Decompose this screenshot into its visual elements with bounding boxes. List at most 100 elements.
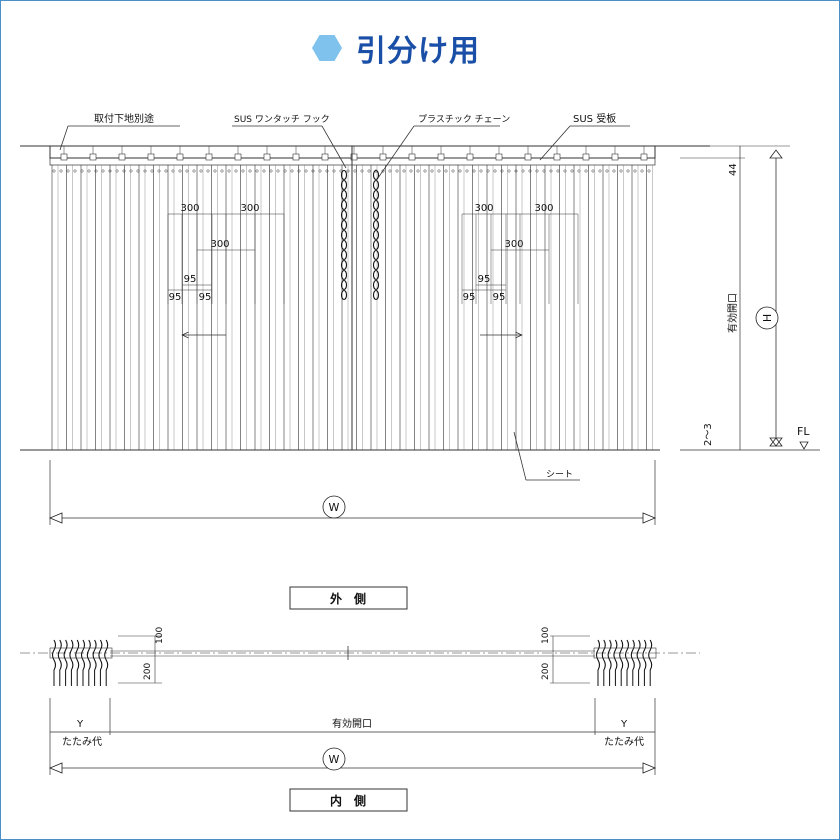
mount-note-label: 取付下地別途 — [94, 112, 154, 125]
folded-strip — [57, 639, 62, 671]
chain-link — [340, 229, 348, 241]
sheet-hole — [262, 169, 266, 173]
hook — [640, 153, 648, 161]
chain-link — [372, 279, 380, 291]
sheet-hole — [507, 169, 511, 173]
hook — [205, 153, 213, 161]
folded-strip — [63, 639, 68, 671]
sheet-hole — [430, 169, 434, 173]
sheet-hole — [220, 169, 224, 173]
folded-strip — [613, 639, 618, 671]
folded-strip — [80, 639, 86, 671]
sheet-hole — [465, 169, 469, 173]
hook — [263, 153, 271, 161]
hook — [321, 153, 329, 161]
chain-link — [340, 219, 348, 231]
effective-opening-plan: 有効開口 — [332, 717, 372, 730]
sheet-hole — [640, 169, 644, 173]
chain-link — [372, 189, 380, 201]
hook — [292, 153, 300, 161]
folded-strip — [51, 639, 57, 671]
dim-2-3: 2～3 — [703, 423, 714, 446]
dim-value: 95 — [478, 274, 491, 285]
plan-view — [20, 635, 700, 812]
sheet-hole — [185, 169, 189, 173]
sheet-hole — [556, 169, 560, 173]
folded-strip — [630, 639, 635, 671]
hook — [379, 153, 387, 161]
dim-value: 300 — [474, 203, 493, 214]
sheet-hole — [626, 169, 630, 173]
sheet-hole — [479, 169, 483, 173]
folded-strip — [607, 639, 612, 671]
fold-allowance-right: たたみ代 — [604, 736, 644, 748]
dim-200-right: 200 — [541, 663, 551, 680]
folded-strip — [92, 639, 97, 671]
sheet-hole — [178, 169, 182, 173]
folded-strip — [595, 639, 601, 671]
hook — [611, 153, 619, 161]
sheet-hole — [500, 169, 504, 173]
sheet-hole — [150, 169, 154, 173]
plastic-chains — [340, 169, 380, 301]
chain-link — [340, 209, 348, 221]
W-label-front: W — [329, 501, 340, 514]
folded-strip — [648, 639, 653, 671]
folded-strip — [636, 639, 641, 671]
sheet-hole — [416, 169, 420, 173]
sheet-hole — [52, 169, 56, 173]
sheet-hole — [633, 169, 637, 173]
sus-hook-leader — [321, 125, 347, 169]
chain-link — [340, 269, 348, 281]
chain-link — [372, 239, 380, 251]
sus-plate-label: SUS 受板 — [573, 112, 616, 125]
effective-opening-vertical: 有効開口 — [726, 293, 739, 333]
fl-label: FL — [797, 425, 810, 438]
chain-link — [372, 289, 380, 301]
sheet-hole — [304, 169, 308, 173]
sheet-leader — [513, 431, 527, 481]
folded-strip — [69, 639, 74, 671]
chain-link — [372, 229, 380, 241]
sheet-hole — [101, 169, 105, 173]
sheet-hole — [437, 169, 441, 173]
fold-allowance-left: たたみ代 — [62, 736, 102, 748]
sheet-hole — [598, 169, 602, 173]
inside-label: 内 側 — [330, 793, 366, 808]
dim-value: 95 — [463, 292, 476, 303]
plastic-chain-leader — [377, 125, 415, 179]
dim-100-left: 100 — [155, 627, 165, 644]
sheet-hole — [297, 169, 301, 173]
sheet-hole — [206, 169, 210, 173]
sheet-hole — [395, 169, 399, 173]
dim-44: 44 — [728, 163, 739, 176]
chain-link — [340, 239, 348, 251]
sheet-hole — [444, 169, 448, 173]
sheet-hole — [612, 169, 616, 173]
sheet-hole — [332, 169, 336, 173]
sheet-hole — [493, 169, 497, 173]
sheet-hole — [381, 169, 385, 173]
dim-value: 95 — [184, 274, 197, 285]
inside-box — [289, 788, 408, 812]
page-title: 引分け用 — [312, 26, 480, 70]
sheet-hole — [73, 169, 77, 173]
folded-stack-left — [49, 639, 113, 686]
sheet-hole — [647, 169, 651, 173]
chain-link — [372, 219, 380, 231]
hook — [466, 153, 474, 161]
outside-box — [289, 586, 408, 610]
dim-100-right: 100 — [541, 627, 551, 644]
hook — [437, 153, 445, 161]
dim-200-left: 200 — [143, 663, 153, 680]
chain-link — [372, 259, 380, 271]
Y-left: Y — [76, 719, 84, 730]
sheet-hole — [472, 169, 476, 173]
hook — [118, 153, 126, 161]
W-label-plan: W — [329, 753, 340, 766]
sheet-hole — [59, 169, 63, 173]
sheet-hole — [367, 169, 371, 173]
sheet-hole — [584, 169, 588, 173]
